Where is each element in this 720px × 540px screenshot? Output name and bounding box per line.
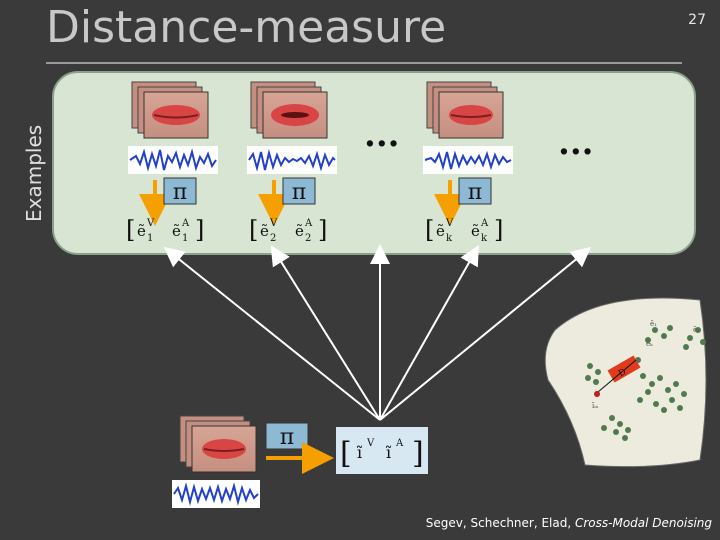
pi-label-2: π xyxy=(292,180,306,205)
feature-vector-1: [ ẽ V 1 ẽ A 1 ] xyxy=(126,216,204,244)
slide-title: Distance-measure xyxy=(46,2,447,53)
inset-label-e1: ẽ₁ xyxy=(650,320,657,328)
svg-text:ẽ: ẽ xyxy=(295,222,304,240)
cluster-dots xyxy=(585,325,706,441)
audio-wave xyxy=(247,146,337,174)
svg-text:V: V xyxy=(366,438,375,449)
feature-vector-k: [ ẽ V k ẽ A k ] xyxy=(425,216,503,244)
svg-text:k: k xyxy=(446,233,453,244)
distance-bar xyxy=(607,355,641,383)
query-lips xyxy=(179,415,257,473)
svg-text:ẽ: ẽ xyxy=(471,222,480,240)
inset-label-in: ĩᵢₙ xyxy=(591,402,599,410)
pi-box-2 xyxy=(282,177,316,205)
example-column-1 xyxy=(128,81,218,174)
arrow-1 xyxy=(163,247,381,421)
ellipsis-1: ... xyxy=(364,115,400,155)
footer-citation: Segev, Schechner, Elad, Cross-Modal Deno… xyxy=(426,516,712,530)
ellipsis-2: ... xyxy=(558,123,594,163)
query-pi-box xyxy=(265,422,309,450)
pi-box-k xyxy=(458,177,492,205)
svg-text:ẽ: ẽ xyxy=(137,222,146,240)
svg-text:]: ] xyxy=(494,216,503,244)
svg-text:[: [ xyxy=(126,216,135,244)
query-audio-wave xyxy=(172,480,260,508)
svg-text:[: [ xyxy=(249,216,258,244)
pi-label-k: π xyxy=(468,180,482,205)
query-pi-label: π xyxy=(280,425,294,450)
svg-text:ĩ: ĩ xyxy=(385,443,392,462)
svg-text:ẽ: ẽ xyxy=(260,222,269,240)
svg-text:A: A xyxy=(304,218,313,229)
title-rule xyxy=(46,62,682,64)
svg-text:1: 1 xyxy=(147,233,153,244)
svg-text:V: V xyxy=(146,218,155,229)
footer-authors: Segev, Schechner, Elad, xyxy=(425,516,575,530)
svg-text:]: ] xyxy=(412,436,424,471)
svg-text:V: V xyxy=(269,218,278,229)
svg-text:]: ] xyxy=(195,216,204,244)
inset-label-e2: ẽ₂ xyxy=(693,326,700,334)
pi-transforms: π π π xyxy=(139,177,492,226)
lips-stack xyxy=(426,81,504,139)
query-feature-vector: [ ĩ V ĩ A ] xyxy=(340,436,424,471)
svg-text:ẽ: ẽ xyxy=(172,222,181,240)
retrieval-arrows xyxy=(163,244,592,421)
pi-box-1 xyxy=(163,177,197,205)
svg-text:[: [ xyxy=(340,436,352,471)
distance-line xyxy=(597,359,637,393)
pi-label-1: π xyxy=(173,180,187,205)
arrow-2 xyxy=(270,245,381,421)
query-vector-box xyxy=(336,427,428,474)
svg-text:k: k xyxy=(481,233,488,244)
svg-text:[: [ xyxy=(425,216,434,244)
svg-text:ĩ: ĩ xyxy=(356,443,363,462)
distance-label: D xyxy=(617,367,628,379)
query-point xyxy=(594,391,600,397)
lips-stack xyxy=(250,81,328,139)
example-column-2 xyxy=(247,81,337,174)
svg-text:]: ] xyxy=(318,216,327,244)
arrow-4 xyxy=(379,245,479,421)
svg-text:A: A xyxy=(480,218,489,229)
audio-wave xyxy=(128,146,218,174)
feature-space-inset: D ẽₖ ẽ₁ ẽ₂ ĩᵢₙ xyxy=(544,297,707,468)
lips-stack xyxy=(131,81,209,139)
page-number: 27 xyxy=(688,12,706,28)
svg-text:A: A xyxy=(181,218,190,229)
inset-label-ek: ẽₖ xyxy=(646,340,653,348)
audio-wave xyxy=(423,146,513,174)
svg-text:ẽ: ẽ xyxy=(436,222,445,240)
feature-vector-2: [ ẽ V 2 ẽ A 2 ] xyxy=(249,216,327,244)
arrow-5 xyxy=(379,246,592,421)
svg-text:V: V xyxy=(445,218,454,229)
svg-text:A: A xyxy=(395,438,404,449)
svg-text:1: 1 xyxy=(182,233,188,244)
footer-work: Cross-Modal Denoising xyxy=(574,516,712,530)
svg-text:2: 2 xyxy=(305,233,311,244)
svg-text:2: 2 xyxy=(270,233,276,244)
example-column-k xyxy=(423,81,513,174)
